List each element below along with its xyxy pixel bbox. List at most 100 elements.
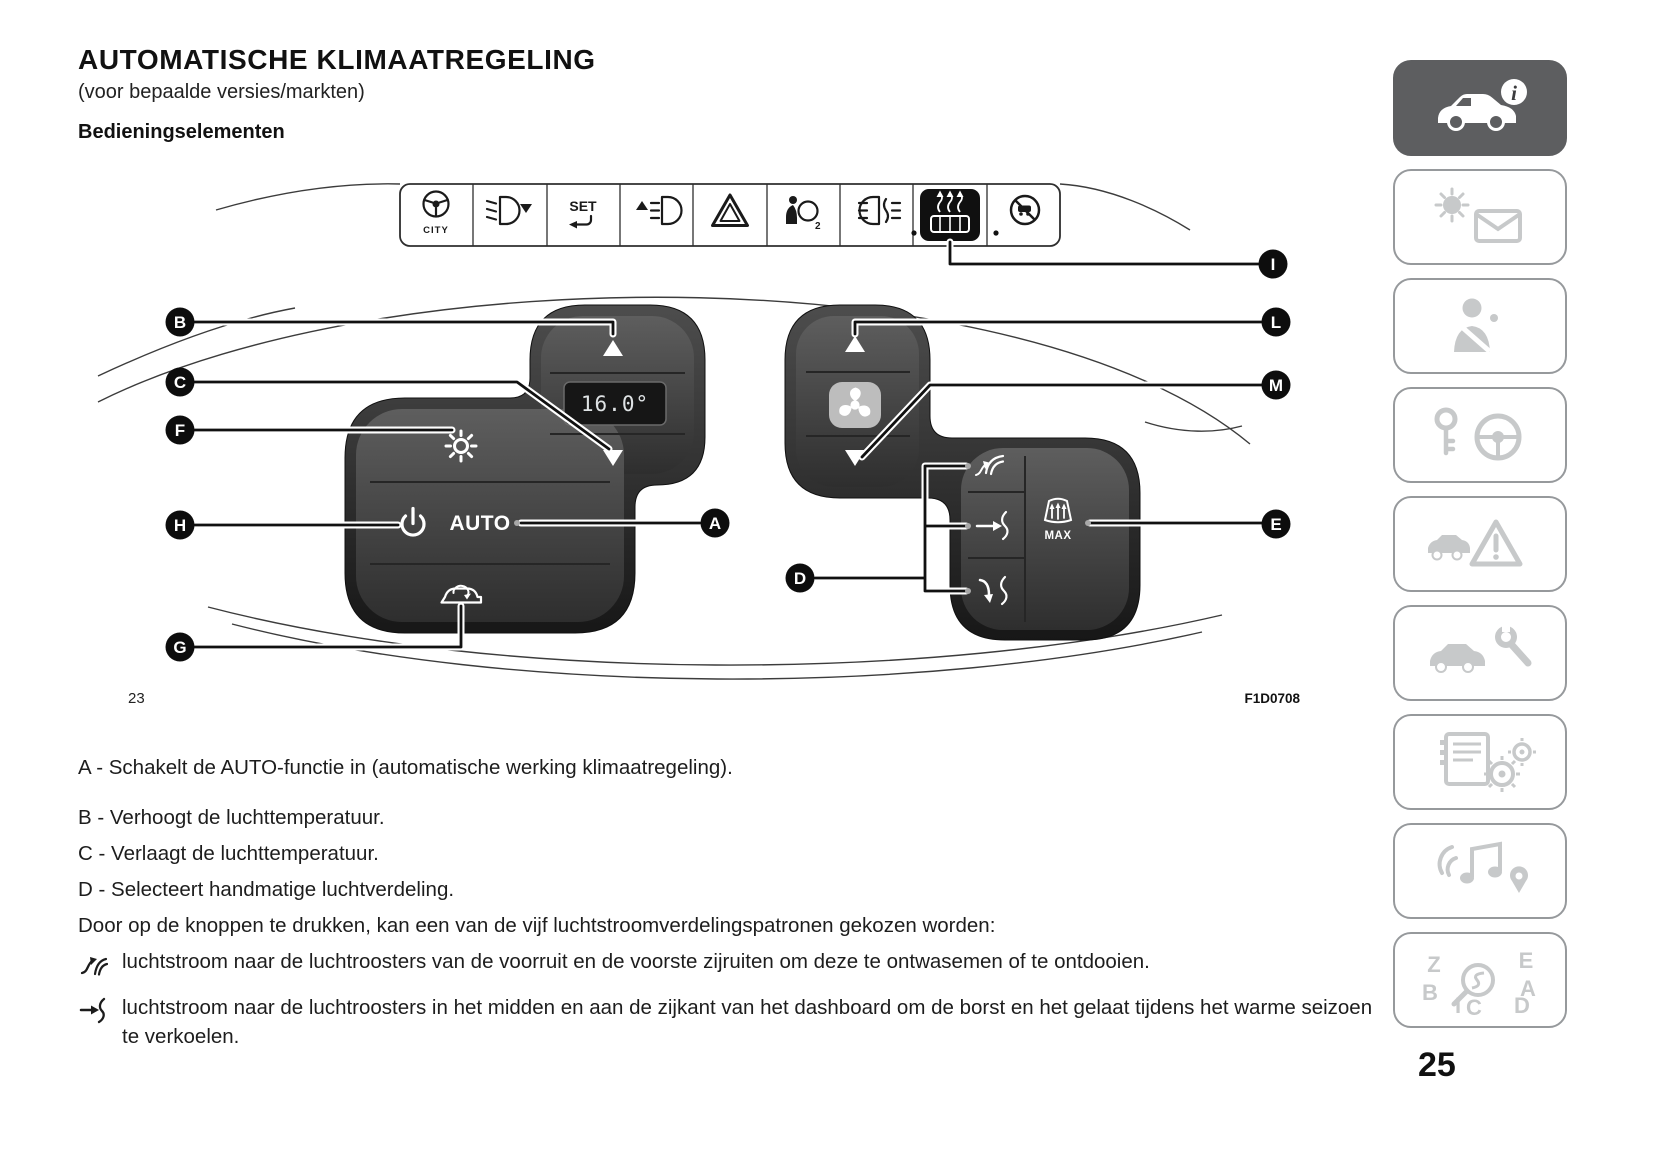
- index-letter: I: [1455, 993, 1461, 1018]
- temperature-display: [563, 381, 667, 426]
- max-label: MAX: [1044, 530, 1071, 542]
- section-heading: Bedieningselementen: [78, 121, 285, 143]
- airflow-option-chest: luchtstroom naar de luchtroosters in het…: [78, 993, 1378, 1051]
- callout-G: G: [165, 632, 195, 662]
- led-dot: [911, 230, 917, 236]
- airflow-option-text: luchtstroom naar de luchtroosters van de…: [122, 950, 1150, 973]
- windshield-vent-icon: [975, 454, 1005, 476]
- callout-L: L: [1261, 307, 1291, 337]
- svg-text:E: E: [1270, 515, 1281, 534]
- description-A: A - Schakelt de AUTO-functie in (automat…: [78, 756, 733, 779]
- description-intro: Door op de knoppen te drukken, kan een v…: [78, 914, 996, 937]
- max-defrost-icon: [1043, 497, 1073, 524]
- chest-vent-icon: [975, 510, 1009, 541]
- index-letter: A: [1520, 976, 1536, 1001]
- safety-icon: [1454, 298, 1498, 353]
- description-C: C - Verlaagt de luchttemperatuur.: [78, 842, 379, 865]
- sidebar-item-emergency[interactable]: [1393, 496, 1567, 592]
- figure-code: F1D0708: [1244, 691, 1300, 706]
- esc-off-icon: [1009, 194, 1041, 226]
- heated-rear-window-button: [920, 189, 980, 241]
- sidebar-item-servicing[interactable]: [1393, 605, 1567, 701]
- page-title: AUTOMATISCHE KLIMAATREGELING: [78, 44, 596, 75]
- set-button-icon: SET: [569, 198, 597, 229]
- callout-F: F: [165, 415, 195, 445]
- chest-airflow-icon: [78, 993, 112, 1051]
- city-button-icon: CITY: [422, 190, 450, 236]
- callout-H: H: [165, 510, 195, 540]
- index-letter: B: [1422, 980, 1438, 1005]
- description-D: D - Selecteert handmatige luchtverdeling…: [78, 878, 455, 901]
- starting-driving-icon: [1434, 407, 1522, 461]
- temperature-value: 16.0°: [581, 392, 649, 416]
- led-indicator-dots: [514, 463, 1091, 594]
- floor-vent-icon: [978, 575, 1008, 606]
- technical-data-icon: [1440, 732, 1536, 792]
- recirculation-icon: [440, 584, 483, 604]
- callout-M: M: [1261, 370, 1291, 400]
- svg-text:D: D: [794, 569, 806, 588]
- led-dot: [993, 230, 999, 236]
- climate-control-diagram: CITY SET: [97, 183, 1300, 707]
- right-climate-pod: MAX: [784, 304, 1141, 641]
- passenger-airbag-icon: 2: [786, 196, 821, 232]
- figure-number: 23: [128, 690, 145, 707]
- temp-down-button: [603, 450, 623, 466]
- chapter-sidebar: i: [1393, 60, 1567, 1041]
- fog-light-icon: [857, 195, 902, 226]
- fan-down-button: [845, 450, 865, 466]
- callout-A: A: [700, 508, 730, 538]
- set-label: SET: [569, 198, 597, 214]
- windshield-airflow-icon: [78, 947, 112, 986]
- sidebar-item-index[interactable]: Z E B A I C D: [1393, 932, 1567, 1028]
- settings-gear-icon: [444, 429, 478, 463]
- hazard-lights-icon: [711, 193, 749, 227]
- power-icon: [400, 506, 426, 537]
- auto-button-label: AUTO: [449, 512, 510, 535]
- airflow-option-windshield: luchtstroom naar de luchtroosters van de…: [78, 947, 1378, 986]
- body-text: A - Schakelt de AUTO-functie in (automat…: [78, 753, 1378, 1051]
- description-B: B - Verhoogt de luchttemperatuur.: [78, 806, 385, 829]
- callout-badges: B C F H G A D I L M E: [165, 249, 1291, 662]
- svg-text:2: 2: [815, 221, 821, 232]
- svg-text:C: C: [174, 373, 186, 392]
- sidebar-item-starting-driving[interactable]: [1393, 387, 1567, 483]
- svg-text:i: i: [1511, 81, 1517, 105]
- svg-text:M: M: [1269, 376, 1283, 395]
- lights-messages-icon: [1434, 187, 1522, 243]
- dashboard-button-strip: CITY SET: [399, 183, 1061, 247]
- sidebar-item-safety[interactable]: [1393, 278, 1567, 374]
- emergency-icon: [1428, 519, 1523, 567]
- index-letter: C: [1466, 995, 1482, 1018]
- svg-text:A: A: [709, 514, 721, 533]
- index-letter: E: [1519, 948, 1534, 973]
- high-beam-icon: [636, 195, 683, 226]
- svg-text:I: I: [1271, 255, 1276, 274]
- page-subtitle: (voor bepaalde versies/markten): [78, 81, 365, 103]
- vehicle-info-icon: i: [1438, 79, 1527, 131]
- airflow-option-text: luchtstroom naar de luchtroosters in het…: [122, 996, 1373, 1048]
- svg-text:G: G: [173, 638, 186, 657]
- svg-text:F: F: [175, 421, 185, 440]
- callout-I: I: [1258, 249, 1288, 279]
- page-number: 25: [1418, 1046, 1456, 1084]
- callout-E: E: [1261, 509, 1291, 539]
- left-climate-pod: 16.0° AUTO: [344, 304, 706, 634]
- temp-up-button: [603, 340, 623, 356]
- multimedia-icon: [1437, 841, 1528, 893]
- low-beam-icon: [485, 195, 532, 226]
- sidebar-item-technical-data[interactable]: [1393, 714, 1567, 810]
- callout-D: D: [785, 563, 815, 593]
- page-header: AUTOMATISCHE KLIMAATREGELING (voor bepaa…: [78, 44, 596, 144]
- index-letter: Z: [1427, 952, 1440, 977]
- sidebar-item-lights-messages[interactable]: [1393, 169, 1567, 265]
- callout-C: C: [165, 367, 195, 397]
- callout-lines: [190, 238, 1266, 651]
- sidebar-item-multimedia[interactable]: [1393, 823, 1567, 919]
- index-letter: D: [1514, 993, 1530, 1018]
- fan-up-button: [845, 336, 865, 352]
- sidebar-item-vehicle-info[interactable]: i: [1393, 60, 1567, 156]
- svg-text:H: H: [174, 516, 186, 535]
- svg-text:B: B: [174, 313, 186, 332]
